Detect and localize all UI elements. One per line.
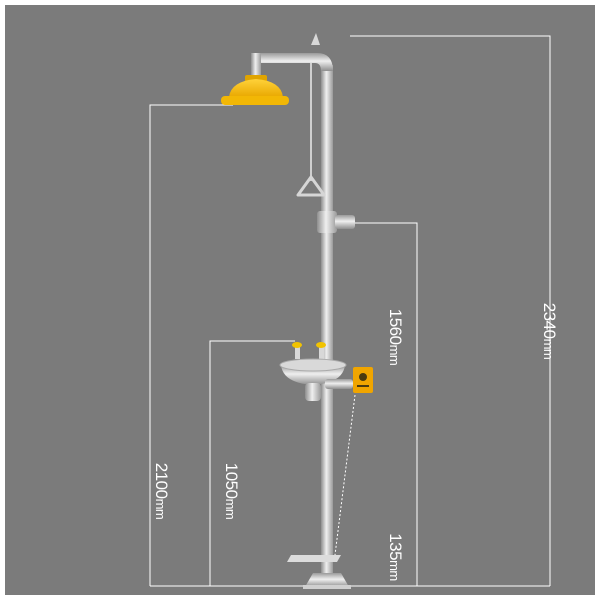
- dimension-label-total: 2340mm: [540, 302, 559, 360]
- dimension-label-eyewash: 1050mm: [222, 462, 241, 520]
- dimension-lines: [149, 35, 551, 587]
- pedal-link: [334, 394, 356, 556]
- eyewash-station-illustration: [149, 33, 551, 589]
- dimension-line-valve: [350, 222, 418, 586]
- base-flange: [303, 573, 351, 589]
- shower-arm: [255, 53, 333, 71]
- shower-valve-top: [311, 33, 320, 45]
- shower-drop-pipe: [251, 53, 261, 83]
- foot-pedal: [287, 555, 341, 562]
- dimension-label-foot-pedal: 135mm: [386, 533, 405, 581]
- main-pipe: [321, 65, 333, 575]
- product-diagram: 2340mm 2100mm 1560mm 1050mm 135mm: [5, 5, 595, 595]
- dimension-line-eyewash: [209, 340, 295, 586]
- eyewash-bowl: [279, 342, 353, 401]
- dimension-line-total: [350, 35, 551, 586]
- dimension-label-valve: 1560mm: [386, 308, 405, 366]
- dimension-label-shower-head: 2100mm: [152, 462, 171, 520]
- pull-handle-icon: [296, 175, 326, 197]
- shower-head-icon: [221, 75, 289, 105]
- push-sign-icon: [353, 367, 373, 393]
- valve-body: [317, 211, 355, 233]
- dimension-line-shower-head: [149, 104, 233, 586]
